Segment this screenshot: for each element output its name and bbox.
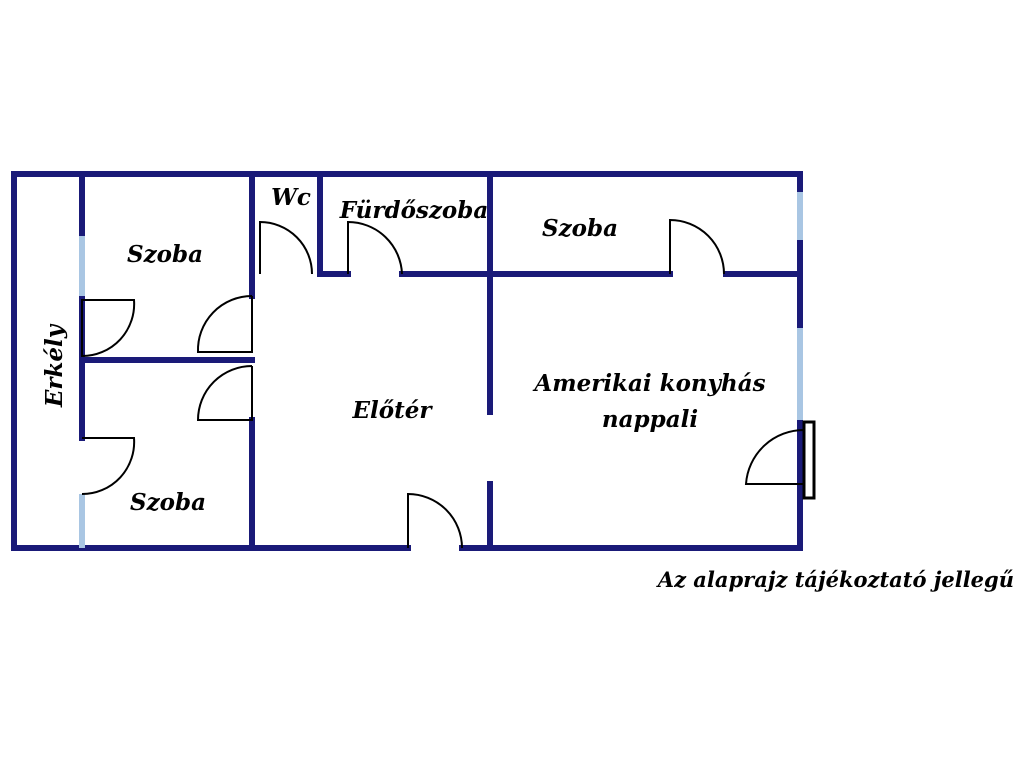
door-entrance (407, 492, 463, 549)
door-room-top-right (669, 218, 725, 275)
door-room-bottom-left (196, 365, 253, 421)
disclaimer-note: Az alaprajz tájékoztató jellegű (656, 567, 1014, 592)
door-wc (259, 220, 313, 275)
door-room-top-left (196, 295, 253, 353)
label-eloter: Előtér (352, 397, 434, 424)
label-furdoszoba: Fürdőszoba (339, 197, 489, 224)
terrace-door-frame (802, 420, 816, 500)
walls (11, 171, 803, 551)
label-nappali-line1: Amerikai konyhás (532, 370, 765, 397)
door-bathroom (347, 220, 403, 275)
door-balcony-top (81, 299, 136, 358)
label-nappali-line2: nappali (602, 406, 698, 433)
label-wc: Wc (271, 184, 311, 211)
door-balcony-bottom (81, 437, 136, 496)
label-erkely: Erkély (41, 323, 68, 408)
label-szoba-bottom-left: Szoba (130, 489, 206, 516)
doors (81, 218, 816, 549)
room-labels: Erkély Szoba Wc Fürdőszoba Szoba Szoba E… (41, 184, 766, 516)
label-szoba-top-left: Szoba (127, 241, 203, 268)
door-living-terrace (744, 428, 805, 485)
windows (79, 192, 803, 548)
label-szoba-top-right: Szoba (542, 215, 618, 242)
